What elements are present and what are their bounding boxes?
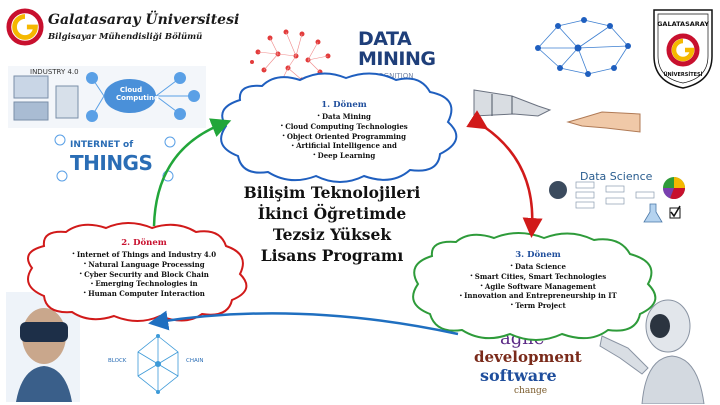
- humanoid-robot-icon: [599, 299, 705, 404]
- department-name: Bilgisayar Mühendisliği Bölümü: [48, 32, 203, 42]
- data-science-label: Data Science: [580, 170, 653, 183]
- term1-course: Data Mining: [254, 112, 434, 122]
- university-logo-block: Galatasaray Üniversitesi Bilgisayar Mühe…: [6, 8, 239, 48]
- term3-course: Term Project: [438, 301, 638, 311]
- blockchain-icon: [137, 334, 179, 394]
- term1-course: Artificial Intelligence and: [254, 141, 434, 151]
- term3-course-list: Data Science Smart Cities, Smart Technol…: [438, 262, 638, 311]
- iot-devices-icon: [54, 134, 176, 182]
- term1-card: 1. Dönem Data Mining Cloud Computing Tec…: [254, 100, 434, 161]
- term2-course: Emerging Technologies in: [52, 279, 236, 289]
- arrow-term3-to-term2: [148, 310, 459, 336]
- data-science-illustration: Data Science: [546, 170, 690, 224]
- industry-label: INDUSTRY 4.0: [30, 68, 79, 76]
- mining-word: MINING: [358, 48, 436, 70]
- university-seal-icon: GALATASARAY ÜNİVERSİTESİ: [653, 9, 713, 89]
- blockchain-label-right: CHAIN: [186, 358, 204, 364]
- term1-course-list: Data Mining Cloud Computing Technologies…: [254, 112, 434, 161]
- university-name: Galatasaray Üniversitesi: [48, 12, 240, 28]
- term2-course: Internet of Things and Industry 4.0: [52, 250, 236, 260]
- term3-course: Smart Cities, Smart Technologies: [438, 272, 638, 282]
- term3-course: Agile Software Management: [438, 282, 638, 292]
- software-word: software: [480, 366, 557, 385]
- term3-card: 3. Dönem Data Science Smart Cities, Smar…: [438, 250, 638, 311]
- term2-course: Human Computer Interaction: [52, 289, 236, 299]
- program-title-line2: İkinci Öğretimde: [257, 204, 407, 223]
- network-brain-icon: [535, 17, 631, 77]
- term3-title: 3. Dönem: [515, 250, 561, 260]
- arrow-term2-to-term1: [152, 118, 232, 227]
- term2-card: 2. Dönem Internet of Things and Industry…: [52, 238, 236, 299]
- program-title-line3: Tezsiz Yüksek: [272, 225, 392, 244]
- term1-course: Object Oriented Programming: [254, 132, 434, 142]
- cloud-computing-label: Cloud Computing: [116, 86, 159, 102]
- svg-text:ÜNİVERSİTESİ: ÜNİVERSİTESİ: [664, 71, 703, 78]
- blockchain-illustration: BLOCK CHAIN: [106, 332, 210, 396]
- industry-4-illustration: INDUSTRY 4.0 Cloud Computing: [8, 66, 206, 128]
- iot-label-line1: INTERNET of: [70, 140, 134, 150]
- program-title-line4: Lisans Programı: [260, 246, 404, 265]
- term2-course-list: Internet of Things and Industry 4.0 Natu…: [52, 250, 236, 299]
- term3-course: Data Science: [438, 262, 638, 272]
- term3-course: Innovation and Entrepreneurship in IT: [438, 291, 638, 301]
- data-word: DATA: [358, 28, 412, 50]
- program-title: Bilişim Teknolojileri İkinci Öğretimde T…: [222, 182, 442, 266]
- arrow-term1-to-term3: [466, 110, 543, 238]
- svg-text:GALATASARAY: GALATASARAY: [657, 20, 709, 28]
- term1-title: 1. Dönem: [321, 100, 367, 110]
- term1-course: Deep Learning: [254, 151, 434, 161]
- development-word: development: [474, 348, 582, 366]
- iot-illustration: INTERNET of THINGS: [52, 132, 178, 184]
- galatasaray-logo-icon: [6, 8, 44, 46]
- term2-course: Natural Language Processing: [52, 260, 236, 270]
- data-science-icon: [549, 177, 686, 223]
- term2-course: Cyber Security and Block Chain: [52, 270, 236, 280]
- term2-title: 2. Dönem: [121, 238, 167, 248]
- industry-network-icon: [8, 66, 206, 128]
- program-title-line1: Bilişim Teknolojileri: [243, 183, 421, 202]
- vr-headset-person-icon: [6, 292, 80, 402]
- change-word: change: [514, 386, 548, 396]
- iot-label-line2: THINGS: [70, 151, 153, 175]
- blockchain-label-left: BLOCK: [108, 358, 127, 364]
- term1-course: Cloud Computing Technologies: [254, 122, 434, 132]
